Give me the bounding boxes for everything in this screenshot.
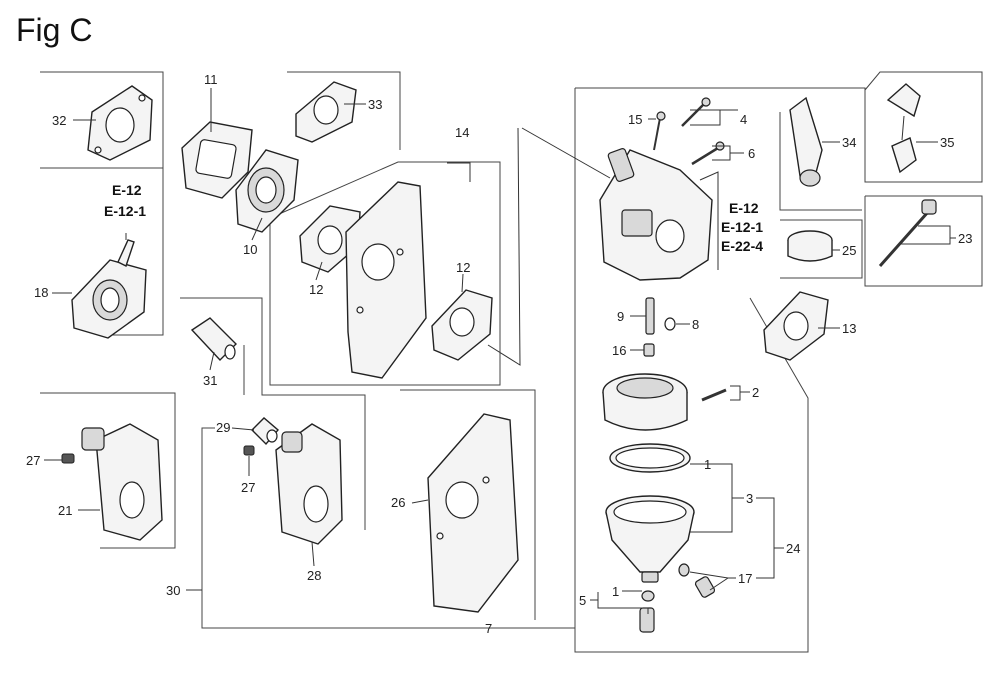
- lever-34-drawing: [789, 96, 823, 187]
- callout-25: 25: [842, 243, 856, 258]
- callout-9: 9: [617, 309, 624, 324]
- callout-5: 5: [579, 593, 586, 608]
- callout-13: 13: [842, 321, 856, 336]
- callout-30: 30: [166, 583, 180, 598]
- gasket-12b-drawing: [431, 289, 493, 361]
- packing-27a-drawing: [61, 453, 75, 464]
- packing-27b-drawing: [243, 445, 255, 456]
- joint-29-drawing: [251, 417, 279, 446]
- gasket-33-drawing: [295, 81, 357, 143]
- collar-31-drawing: [190, 317, 237, 362]
- gasket-13-drawing: [763, 291, 829, 361]
- spacer-10-drawing: [235, 149, 299, 233]
- ref-e12-left: E-12: [112, 182, 142, 198]
- callout-34: 34: [842, 135, 856, 150]
- callout-14: 14: [455, 125, 469, 140]
- callout-21: 21: [58, 503, 72, 518]
- callout-numbers: 32 11 33 14 10 12 12 18 31 27 21 29 27 2…: [26, 72, 972, 636]
- callout-1-upper: 1: [704, 457, 711, 472]
- jet-drawing: [643, 297, 676, 357]
- callout-33: 33: [368, 97, 382, 112]
- holder-28-drawing: [275, 423, 343, 545]
- plate-14-drawing: [345, 181, 427, 379]
- callout-7: 7: [485, 621, 492, 636]
- callout-31: 31: [203, 373, 217, 388]
- callout-18: 18: [34, 285, 48, 300]
- callout-27-mid: 27: [241, 480, 255, 495]
- callout-24: 24: [786, 541, 800, 556]
- callout-28: 28: [307, 568, 321, 583]
- plate-26-drawing: [427, 413, 519, 613]
- gasket-11-drawing: [181, 121, 253, 199]
- callout-15: 15: [628, 112, 642, 127]
- section-frames: [40, 71, 983, 653]
- ref-e22-4-right: E-22-4: [721, 238, 763, 254]
- float-drawing: [602, 373, 727, 431]
- ref-e12-1-left: E-12-1: [104, 203, 146, 219]
- screw-17-drawing: [678, 563, 716, 598]
- callout-4: 4: [740, 112, 747, 127]
- callout-12-left: 12: [309, 282, 323, 297]
- callout-23: 23: [958, 231, 972, 246]
- screw-23-drawing: [878, 199, 937, 267]
- valve-35-drawing: [886, 83, 921, 174]
- cap-25-drawing: [787, 230, 833, 262]
- callout-11: 11: [204, 72, 218, 87]
- gasket-12a-drawing: [299, 205, 361, 273]
- part-drawings: [61, 81, 937, 633]
- callout-35: 35: [940, 135, 954, 150]
- callout-2: 2: [752, 385, 759, 400]
- ref-e12-1-right: E-12-1: [721, 219, 763, 235]
- callout-27-left: 27: [26, 453, 40, 468]
- callout-8: 8: [692, 317, 699, 332]
- callout-1-lower: 1: [612, 584, 619, 599]
- callout-17: 17: [738, 571, 752, 586]
- reference-labels: E-12 E-12-1 E-12 E-12-1 E-22-4: [104, 182, 763, 254]
- holder-21-drawing: [81, 423, 163, 541]
- callout-29: 29: [216, 420, 230, 435]
- callout-3: 3: [746, 491, 753, 506]
- callout-26: 26: [391, 495, 405, 510]
- callout-10: 10: [243, 242, 257, 257]
- ref-e12-right: E-12: [729, 200, 759, 216]
- float-bowl-drawing: [605, 495, 695, 583]
- callout-6: 6: [748, 146, 755, 161]
- bolt-5-drawing: [639, 590, 655, 633]
- figure-title: Fig C: [16, 12, 93, 48]
- callout-12-right: 12: [456, 260, 470, 275]
- callout-32: 32: [52, 113, 66, 128]
- insulator-18-drawing: [71, 239, 147, 339]
- carburetor-drawing: [599, 148, 713, 281]
- callout-16: 16: [612, 343, 626, 358]
- screws-drawing: [653, 97, 725, 166]
- leader-lines: [44, 88, 956, 614]
- insulator-32-drawing: [87, 85, 153, 161]
